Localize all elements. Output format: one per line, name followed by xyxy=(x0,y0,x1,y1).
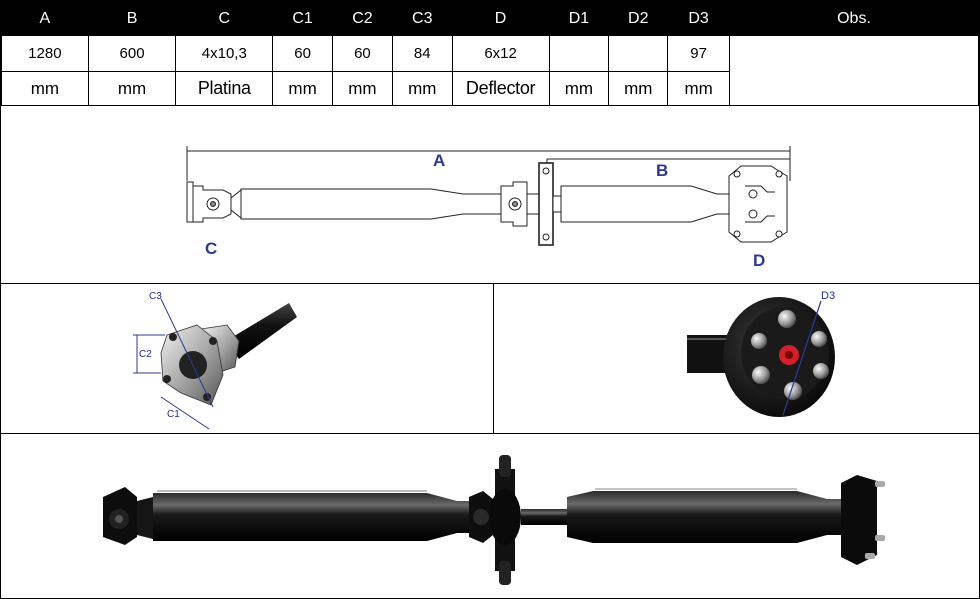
unit-b: mm xyxy=(87,71,177,106)
header-d2: D2 xyxy=(608,1,669,36)
value-d3: 97 xyxy=(667,35,731,72)
unit-c: Platina xyxy=(175,71,274,106)
divider-details-vertical xyxy=(493,283,494,434)
table-header-row: A B C C1 C2 C3 D D1 D2 D3 Obs. xyxy=(1,1,979,36)
flange-label-c3: C3 xyxy=(149,291,162,302)
divider-table xyxy=(1,105,980,106)
divider-details xyxy=(1,433,980,434)
header-a: A xyxy=(1,1,89,36)
header-d3: D3 xyxy=(667,1,731,36)
unit-d3: mm xyxy=(667,71,731,106)
value-d: 6x12 xyxy=(451,35,550,72)
value-b: 600 xyxy=(87,35,177,72)
value-c2: 60 xyxy=(332,35,393,72)
value-d1 xyxy=(548,35,610,72)
unit-d: Deflector xyxy=(451,71,550,106)
header-b: B xyxy=(87,1,177,36)
flange-label-c1: C1 xyxy=(167,409,180,420)
diagram-label-b: B xyxy=(656,161,668,180)
unit-c3: mm xyxy=(391,71,453,106)
obs-cell xyxy=(729,35,979,106)
diagram-label-d: D xyxy=(753,251,765,270)
unit-c2: mm xyxy=(332,71,393,106)
flange-detail: C3 C2 C1 xyxy=(133,291,297,430)
header-obs: Obs. xyxy=(729,1,979,36)
unit-d2: mm xyxy=(608,71,669,106)
shaft-render xyxy=(103,455,885,585)
diagram-label-a: A xyxy=(433,151,445,170)
value-c1: 60 xyxy=(272,35,333,72)
header-d1: D1 xyxy=(548,1,610,36)
diagram-label-c: C xyxy=(205,239,217,258)
header-d: D xyxy=(451,1,550,36)
value-a: 1280 xyxy=(1,35,89,72)
value-c3: 84 xyxy=(391,35,453,72)
coupling-label-d3: D3 xyxy=(821,290,835,302)
header-c2: C2 xyxy=(332,1,393,36)
header-c1: C1 xyxy=(272,1,333,36)
divider-diagram xyxy=(1,283,980,284)
value-c: 4x10,3 xyxy=(175,35,274,72)
coupling-detail: D3 xyxy=(687,290,835,417)
header-c: C xyxy=(175,1,274,36)
unit-d1: mm xyxy=(548,71,610,106)
flange-label-c2: C2 xyxy=(139,349,152,360)
spec-table: A B C C1 C2 C3 D D1 D2 D3 Obs. 1280 600 … xyxy=(1,1,979,106)
value-d2 xyxy=(608,35,669,72)
table-units-row: mm mm Platina mm mm mm Deflector mm mm m… xyxy=(1,71,979,106)
unit-c1: mm xyxy=(272,71,333,106)
header-c3: C3 xyxy=(391,1,453,36)
shaft-line-diagram: A B C D xyxy=(186,146,791,270)
unit-a: mm xyxy=(1,71,89,106)
table-values-row: 1280 600 4x10,3 60 60 84 6x12 97 xyxy=(1,35,979,106)
